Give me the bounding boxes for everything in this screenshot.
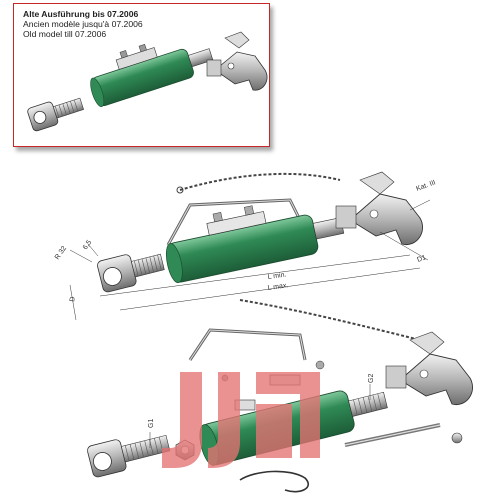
label-r32: R 32	[54, 245, 68, 261]
label-d: D	[69, 296, 77, 302]
label-lmin: L min.	[267, 271, 287, 281]
label-d1: D1	[416, 254, 427, 264]
label-g1: G1	[148, 419, 155, 428]
label-g2: G2	[368, 374, 375, 383]
inset-caption: Alte Ausführung bis 07.2006 Ancien modèl…	[23, 9, 143, 39]
inset-line-fr: Ancien modèle jusqu'à 07.2006	[23, 19, 143, 29]
jj-logo-watermark	[162, 372, 320, 468]
label-d65: 6,5	[82, 239, 93, 251]
exploded-top-link: G1 G2	[87, 299, 473, 493]
label-lmax: L max.	[267, 282, 289, 292]
dimensioned-top-link: Kat. III R 32 6,5 D D1 L min. L max.	[54, 171, 437, 321]
inset-top-link	[27, 31, 268, 132]
label-kat: Kat. III	[415, 179, 436, 193]
inset-title: Alte Ausführung bis 07.2006	[23, 9, 139, 19]
inset-line-en: Old model till 07.2006	[23, 29, 107, 39]
